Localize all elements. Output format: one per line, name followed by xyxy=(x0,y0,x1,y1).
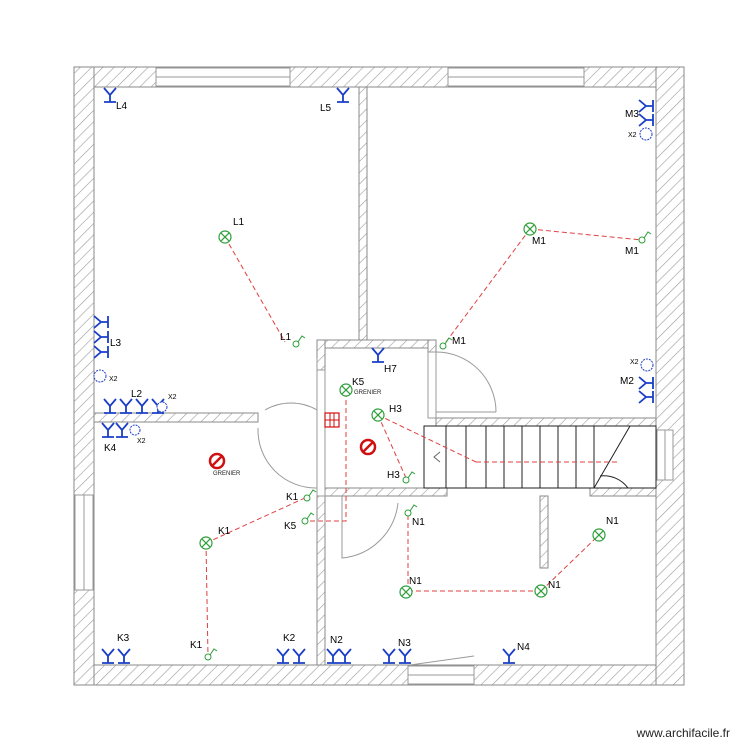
device-m3 xyxy=(639,127,653,141)
lamp-N1-top xyxy=(592,528,606,542)
label-H3-switch: H3 xyxy=(387,470,400,481)
outlet-N3-2 xyxy=(398,648,412,664)
outlet-L5 xyxy=(336,87,350,103)
label-x2-m3: X2 xyxy=(628,132,637,139)
device-l3 xyxy=(93,369,107,383)
label-N1-top: N1 xyxy=(606,516,619,527)
outlet-M2-2 xyxy=(638,390,654,404)
label-x2-k4: X2 xyxy=(137,438,146,445)
label-N1-right: N1 xyxy=(548,580,561,591)
device-m2 xyxy=(640,358,654,372)
device-l2 xyxy=(156,401,168,413)
no-entry-icon xyxy=(359,438,377,456)
label-H7: H7 xyxy=(384,364,397,375)
switch-K1-bottom xyxy=(204,648,218,661)
label-L1-lamp: L1 xyxy=(233,217,245,228)
outlet-N4 xyxy=(502,648,516,664)
outlet-L4 xyxy=(103,87,117,103)
label-M1-switch-right: M1 xyxy=(625,246,639,257)
label-x2-l2: X2 xyxy=(168,394,177,401)
switch-K1-top xyxy=(303,489,317,502)
label-N1-left: N1 xyxy=(409,576,422,587)
outlet-M3-2 xyxy=(638,113,654,127)
outlets xyxy=(93,87,654,664)
outlet-N3-1 xyxy=(382,648,396,664)
outlet-L2-1 xyxy=(103,398,117,414)
outlet-K2-2 xyxy=(292,648,306,664)
doors xyxy=(257,351,497,666)
label-K5-lamp: K5 xyxy=(352,377,365,388)
label-x2-m2: X2 xyxy=(630,359,639,366)
label-M2: M2 xyxy=(620,376,634,387)
no-entry-icon xyxy=(208,452,226,470)
windows xyxy=(74,67,674,685)
outlet-H7 xyxy=(371,347,385,363)
outlet-M3-1 xyxy=(638,99,654,113)
label-L4: L4 xyxy=(116,101,128,112)
electrical-panel-icon xyxy=(324,412,340,428)
label-L2: L2 xyxy=(131,389,143,400)
staircase xyxy=(423,425,657,489)
label-K1-switch-top: K1 xyxy=(286,492,299,503)
label-attic-left: GRENIER xyxy=(213,471,241,477)
label-K1-lamp: K1 xyxy=(218,526,231,537)
label-K1-bottom: K1 xyxy=(190,640,203,651)
outlet-L2-3 xyxy=(135,398,149,414)
lamp-K5 xyxy=(339,383,353,397)
outlet-L3-1 xyxy=(93,315,109,329)
lamp-M1 xyxy=(523,222,537,236)
device-k4 xyxy=(129,424,141,436)
label-N1-switch: N1 xyxy=(412,517,425,528)
label-H3-lamp: H3 xyxy=(389,404,402,415)
label-K5-switch: K5 xyxy=(284,521,297,532)
outlet-N2-1 xyxy=(326,648,340,664)
outlet-K2-1 xyxy=(276,648,290,664)
outlet-M2-1 xyxy=(638,376,654,390)
label-N2: N2 xyxy=(330,635,343,646)
label-M1-switch: M1 xyxy=(452,336,466,347)
lamp-L1 xyxy=(218,230,232,244)
label-K4: K4 xyxy=(104,443,117,454)
label-attic-center: GRENIER xyxy=(354,390,382,396)
outlet-K4-1 xyxy=(101,422,115,438)
outlet-L2-2 xyxy=(119,398,133,414)
outlet-K3-2 xyxy=(117,648,131,664)
lamp-N1-right xyxy=(534,584,548,598)
interior-walls xyxy=(93,86,657,666)
outlet-L3-3 xyxy=(93,345,109,359)
switch-K5 xyxy=(301,512,315,525)
outlet-N2-2 xyxy=(338,648,352,664)
lamp-N1-left xyxy=(399,585,413,599)
wiring xyxy=(205,228,643,658)
label-x2-l3: X2 xyxy=(109,376,118,383)
label-M1-lamp: M1 xyxy=(532,236,546,247)
outlet-K3-1 xyxy=(101,648,115,664)
outlet-K4-2 xyxy=(115,422,129,438)
switch-L1 xyxy=(292,335,306,348)
lamp-H3 xyxy=(371,408,385,422)
labels: L4 L5 M3 X2 L1 M1 M1 L1 M1 L3 X2 H7 K5 G… xyxy=(104,101,639,653)
lamp-K1 xyxy=(199,536,213,550)
arrow-left-icon xyxy=(433,451,441,463)
label-L3: L3 xyxy=(110,338,122,349)
label-L1-switch: L1 xyxy=(280,332,292,343)
switch-H3 xyxy=(402,471,416,484)
label-N3: N3 xyxy=(398,638,411,649)
switch-N1 xyxy=(404,504,418,517)
devices xyxy=(93,127,654,436)
outlet-L3-2 xyxy=(93,330,109,344)
label-N4: N4 xyxy=(517,642,530,653)
switch-M1-right xyxy=(638,231,652,244)
label-L5: L5 xyxy=(320,103,332,114)
switch-M1 xyxy=(439,337,453,350)
label-M3: M3 xyxy=(625,109,639,120)
label-K3: K3 xyxy=(117,633,130,644)
label-K2: K2 xyxy=(283,633,296,644)
exterior-walls xyxy=(73,66,685,686)
watermark[interactable]: www.archifacile.fr xyxy=(636,726,730,740)
